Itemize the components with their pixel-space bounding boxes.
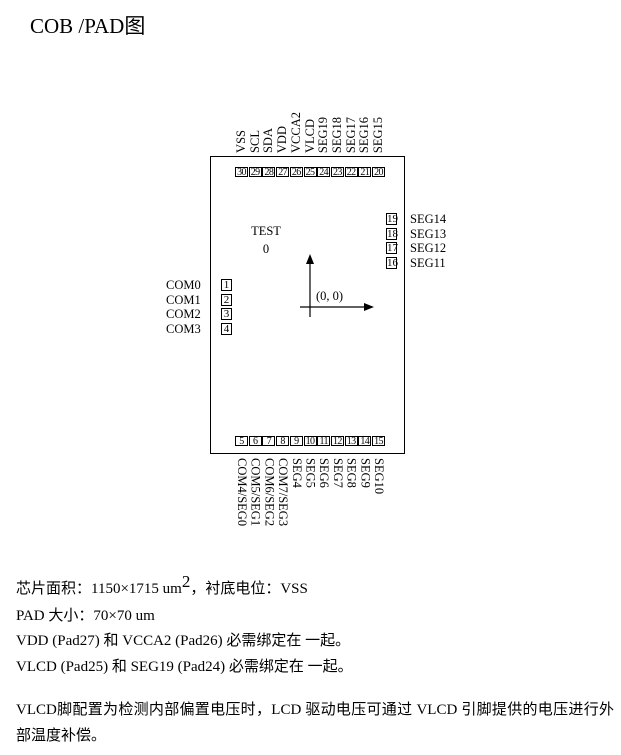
top-pin-label: SEG19 [316,116,331,153]
bottom-pin-label: COM7/SEG3 [276,458,291,527]
left-pad-1: 1 [221,279,232,291]
bottom-pad-13: 13 [344,436,358,447]
bottom-pad-11: 11 [317,436,331,447]
bottom-pin-label: SEG10 [372,458,386,495]
origin-label: (0, 0) [316,289,344,303]
left-pad-4: 4 [221,322,232,335]
bottom-pin-label: SEG6 [317,458,332,488]
top-pin-label: VDD [275,125,290,153]
top-pin-label: SCL [247,130,262,153]
top-pin-label: VLCD [302,118,317,153]
top-pad-24: 24 [317,167,331,178]
pad-size-line: PAD 大小：70×70 um [16,608,155,624]
top-pad-21: 21 [358,167,372,178]
top-pin-label: SEG16 [357,116,372,153]
vdd-note: VDD (Pad27) 和 VCCA2 (Pad26) 必需绑定在 一起。 [16,633,351,649]
left-pin-label: COM1 [166,292,201,307]
bottom-pad-5: 5 [235,436,248,447]
left-pad-2: 2 [221,293,232,306]
bottom-pin-label: SEG5 [303,458,318,488]
bottom-pin-label: SEG8 [344,458,359,488]
right-pin-label: SEG12 [410,241,447,255]
top-pin-label: SEG17 [343,116,358,153]
right-pad-18: 18 [386,227,398,240]
bottom-pad-15: 15 [372,436,385,447]
top-pin-label: SEG15 [371,116,385,153]
top-pad-29: 29 [248,167,262,178]
left-pad-3: 3 [221,308,232,320]
top-pad-25: 25 [303,167,317,178]
chip-area-line: 芯片面积：1150×1715 um2，衬底电位：VSS [16,573,308,599]
left-pin-label: COM2 [166,307,201,321]
top-pin-label: VCCA2 [288,112,303,153]
top-pad-30: 30 [235,167,248,178]
bottom-pin-label: COM4/SEG0 [235,458,249,527]
chip-area-prefix: 芯片面积：1150×1715 um [16,581,182,597]
bottom-pad-10: 10 [303,436,317,447]
bottom-pin-label: COM6/SEG2 [262,458,277,527]
chip-outline [210,156,405,454]
bottom-pad-14: 14 [358,436,372,447]
left-pin-label: COM3 [166,321,201,336]
right-pad-19: 19 [386,213,398,225]
right-pad-17: 17 [386,242,398,254]
bottom-pad-9: 9 [289,436,303,447]
bottom-pin-label: COM5/SEG1 [248,458,263,527]
temperature-compensation-note: VLCD脚配置为检测内部偏置电压时，LCD 驱动电压可通过 VLCD 引脚提供的… [16,702,614,744]
bottom-pin-label: SEG9 [358,458,373,488]
test-label: TEST [251,224,281,238]
bottom-pin-label: SEG4 [289,458,304,488]
top-pad-27: 27 [276,167,290,178]
bottom-pad-6: 6 [248,436,262,447]
x-axis-arrow [364,303,374,311]
top-pin-label: SEG18 [329,116,344,153]
top-pin-label: SDA [261,127,276,153]
top-pad-23: 23 [330,167,344,178]
left-pin-label: COM0 [166,278,201,292]
right-pad-16: 16 [386,256,398,269]
top-pad-26: 26 [289,167,303,178]
bottom-pad-8: 8 [276,436,290,447]
bottom-pin-label: SEG7 [330,458,345,488]
top-pad-20: 20 [372,167,385,178]
top-pad-28: 28 [262,167,276,178]
bottom-pad-7: 7 [262,436,276,447]
chip-area-superscript: 2 [181,572,191,591]
bottom-pad-12: 12 [330,436,344,447]
right-pin-label: SEG13 [410,226,447,241]
y-axis-arrow [306,254,314,264]
right-pin-label: SEG14 [410,212,447,226]
vlcd-note: VLCD (Pad25) 和 SEG19 (Pad24) 必需绑定在 一起。 [16,659,353,675]
top-pin-label: VSS [234,130,248,153]
right-pin-label: SEG11 [410,255,446,270]
chip-area-suffix: ，衬底电位：VSS [190,581,308,597]
page-title: COB /PAD图 [30,14,146,38]
test-pad-number: 0 [262,242,270,256]
top-pad-22: 22 [344,167,358,178]
